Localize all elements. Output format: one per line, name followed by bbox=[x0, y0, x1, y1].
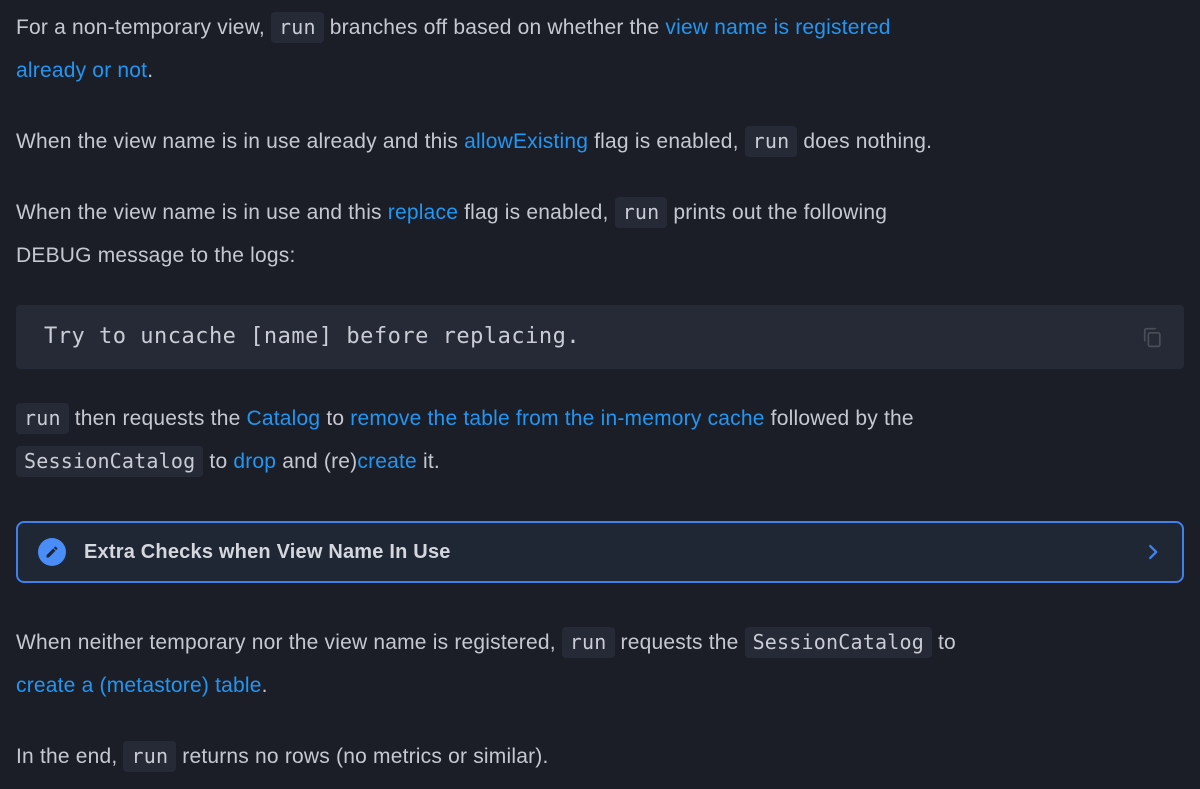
text-run: In the end, bbox=[16, 745, 124, 768]
inline-code: run bbox=[270, 12, 324, 43]
text-run: does nothing. bbox=[797, 130, 933, 153]
text-run: flag is enabled, bbox=[588, 130, 745, 153]
doc-link[interactable]: view name is registered bbox=[665, 16, 891, 39]
text-run: For a non-temporary view, bbox=[16, 16, 271, 39]
inline-code: SessionCatalog bbox=[16, 446, 204, 477]
text-run: followed by the bbox=[764, 407, 914, 430]
doc-link[interactable]: allowExisting bbox=[464, 130, 589, 153]
paragraph: When the view name is in use already and… bbox=[16, 120, 1184, 163]
text-run: branches off based on whether the bbox=[323, 16, 666, 39]
text-run: . bbox=[261, 674, 268, 697]
code-block: Try to uncache [name] before replacing. bbox=[16, 305, 1184, 369]
doc-link[interactable]: replace bbox=[387, 201, 459, 224]
paragraph: When neither temporary nor the view name… bbox=[16, 621, 1184, 707]
paragraph: For a non-temporary view, run branches o… bbox=[16, 6, 1184, 92]
text-run: to bbox=[320, 407, 351, 430]
inline-code: run bbox=[614, 197, 668, 228]
collapsible-admonition[interactable]: Extra Checks when View Name In Use bbox=[16, 521, 1184, 583]
text-run: When the view name is in use and this bbox=[16, 201, 388, 224]
inline-code: run bbox=[123, 741, 177, 772]
paragraph: In the end, run returns no rows (no metr… bbox=[16, 735, 1184, 778]
text-run: flag is enabled, bbox=[458, 201, 615, 224]
text-run: DEBUG message to the logs: bbox=[16, 244, 296, 267]
text-run: When neither temporary nor the view name… bbox=[16, 631, 562, 654]
text-run: to bbox=[203, 450, 234, 473]
text-run: and (re) bbox=[276, 450, 358, 473]
inline-code: run bbox=[744, 126, 798, 157]
text-run: When the view name is in use already and… bbox=[16, 130, 465, 153]
doc-link[interactable]: remove the table from the in-memory cach… bbox=[350, 407, 765, 430]
text-run: to bbox=[931, 631, 956, 654]
text-run: returns no rows (no metrics or similar). bbox=[176, 745, 549, 768]
chevron-right-icon bbox=[1142, 541, 1164, 563]
doc-link[interactable]: create bbox=[357, 450, 417, 473]
text-run: it. bbox=[416, 450, 440, 473]
inline-code: run bbox=[561, 627, 615, 658]
code-block-text: Try to uncache [name] before replacing. bbox=[44, 324, 581, 349]
copy-icon bbox=[1143, 327, 1161, 348]
text-run: prints out the following bbox=[667, 201, 888, 224]
paragraph: run then requests the Catalog to remove … bbox=[16, 397, 1184, 483]
doc-link[interactable]: Catalog bbox=[246, 407, 321, 430]
text-run: requests the bbox=[614, 631, 745, 654]
doc-link[interactable]: already or not bbox=[16, 59, 148, 82]
inline-code: run bbox=[16, 403, 69, 434]
inline-code: SessionCatalog bbox=[744, 627, 932, 658]
doc-link[interactable]: drop bbox=[233, 450, 277, 473]
paragraph: When the view name is in use and this re… bbox=[16, 191, 1184, 277]
pencil-icon bbox=[38, 538, 66, 566]
text-run: . bbox=[147, 59, 154, 82]
copy-button[interactable] bbox=[1139, 325, 1164, 350]
doc-link[interactable]: create a (metastore) table bbox=[16, 674, 262, 697]
admonition-title: Extra Checks when View Name In Use bbox=[84, 540, 451, 563]
text-run: then requests the bbox=[68, 407, 247, 430]
